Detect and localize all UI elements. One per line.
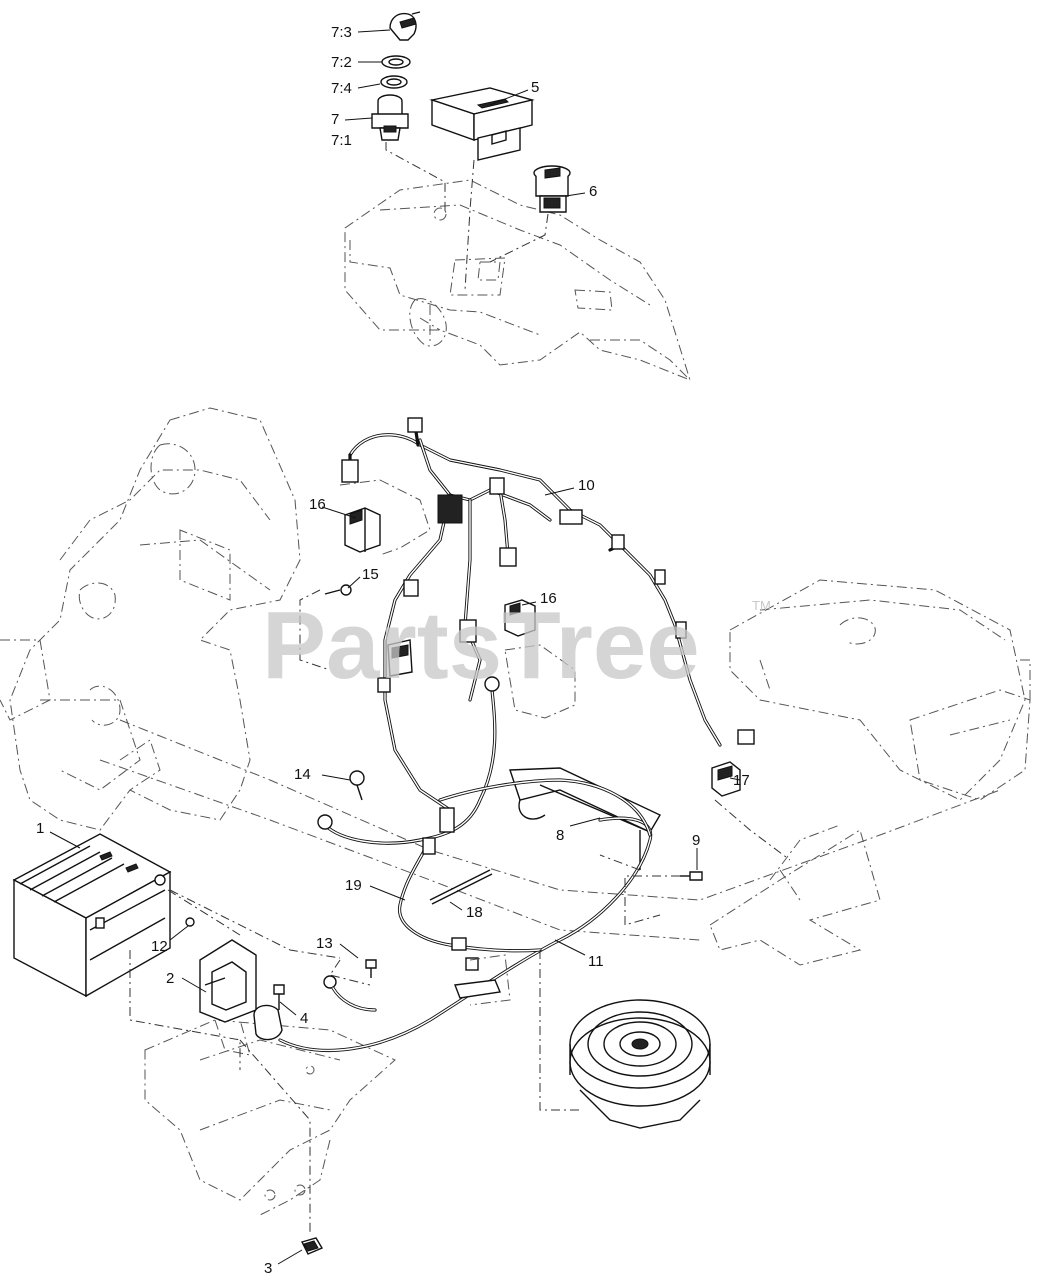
callout-8: 8 (556, 827, 564, 844)
key (389, 11, 421, 41)
callout-labels: 7:3 7:2 7:4 7 7:1 5 6 10 16 15 16 14 17 … (36, 24, 750, 1277)
callout-6: 6 (589, 183, 597, 200)
battery-hold-down (199, 939, 257, 1023)
screw-14 (349, 770, 365, 801)
terminal-boot (253, 1004, 283, 1041)
callout-12: 12 (151, 938, 168, 955)
washer-7-2 (381, 55, 411, 69)
callout-4: 4 (300, 1010, 308, 1027)
callout-13: 13 (316, 935, 333, 952)
pto-clutch (539, 950, 711, 1129)
callout-7-3: 7:3 (331, 24, 352, 41)
wire-harness (348, 423, 722, 812)
ground-cable (317, 676, 500, 845)
positive-cable (323, 975, 377, 1012)
ignition-switch (371, 94, 409, 141)
cable-11 (278, 778, 653, 1052)
watermark-trademark: TM (752, 598, 771, 613)
fuse-block (387, 639, 413, 677)
relay-16-left (339, 479, 431, 556)
washer-7-4 (380, 75, 408, 89)
bottom-plate (144, 1019, 396, 1216)
callout-14: 14 (294, 766, 311, 783)
watermark: PartsTree (262, 592, 700, 699)
callout-10: 10 (578, 477, 595, 494)
harness-connectors (341, 417, 755, 745)
callout-16-left: 16 (309, 496, 326, 513)
control-panel (344, 179, 691, 381)
callout-15: 15 (362, 566, 379, 583)
hour-meter (429, 87, 535, 161)
screw-13 (329, 959, 377, 986)
battery (12, 833, 172, 998)
callout-7-4: 7:4 (331, 80, 352, 97)
pto-switch (533, 165, 571, 213)
callout-16-right: 16 (540, 590, 557, 607)
clutch-connector (454, 954, 511, 1006)
bolt-9 (624, 871, 703, 926)
bolt-4 (273, 984, 285, 1010)
nut-12 (185, 917, 195, 927)
callout-7-1: 7:1 (331, 132, 352, 149)
callout-leaders (49, 29, 741, 1265)
cross-member (99, 719, 1001, 941)
lower-right-panel (709, 824, 881, 966)
callout-17: 17 (733, 772, 750, 789)
right-frame (729, 579, 1031, 801)
callout-5: 5 (531, 79, 539, 96)
relay-16-right (504, 599, 576, 719)
callout-1: 1 (36, 820, 44, 837)
callout-7: 7 (331, 111, 339, 128)
callout-7-2: 7:2 (331, 54, 352, 71)
callout-18: 18 (466, 904, 483, 921)
callout-9: 9 (692, 832, 700, 849)
callout-19: 19 (345, 877, 362, 894)
clip-3 (300, 1237, 324, 1255)
cable-tie-18 (429, 869, 493, 905)
left-frame (0, 407, 301, 831)
switch-17 (711, 761, 741, 797)
callout-2: 2 (166, 970, 174, 987)
callout-11: 11 (588, 953, 604, 970)
callout-3: 3 (264, 1260, 272, 1277)
